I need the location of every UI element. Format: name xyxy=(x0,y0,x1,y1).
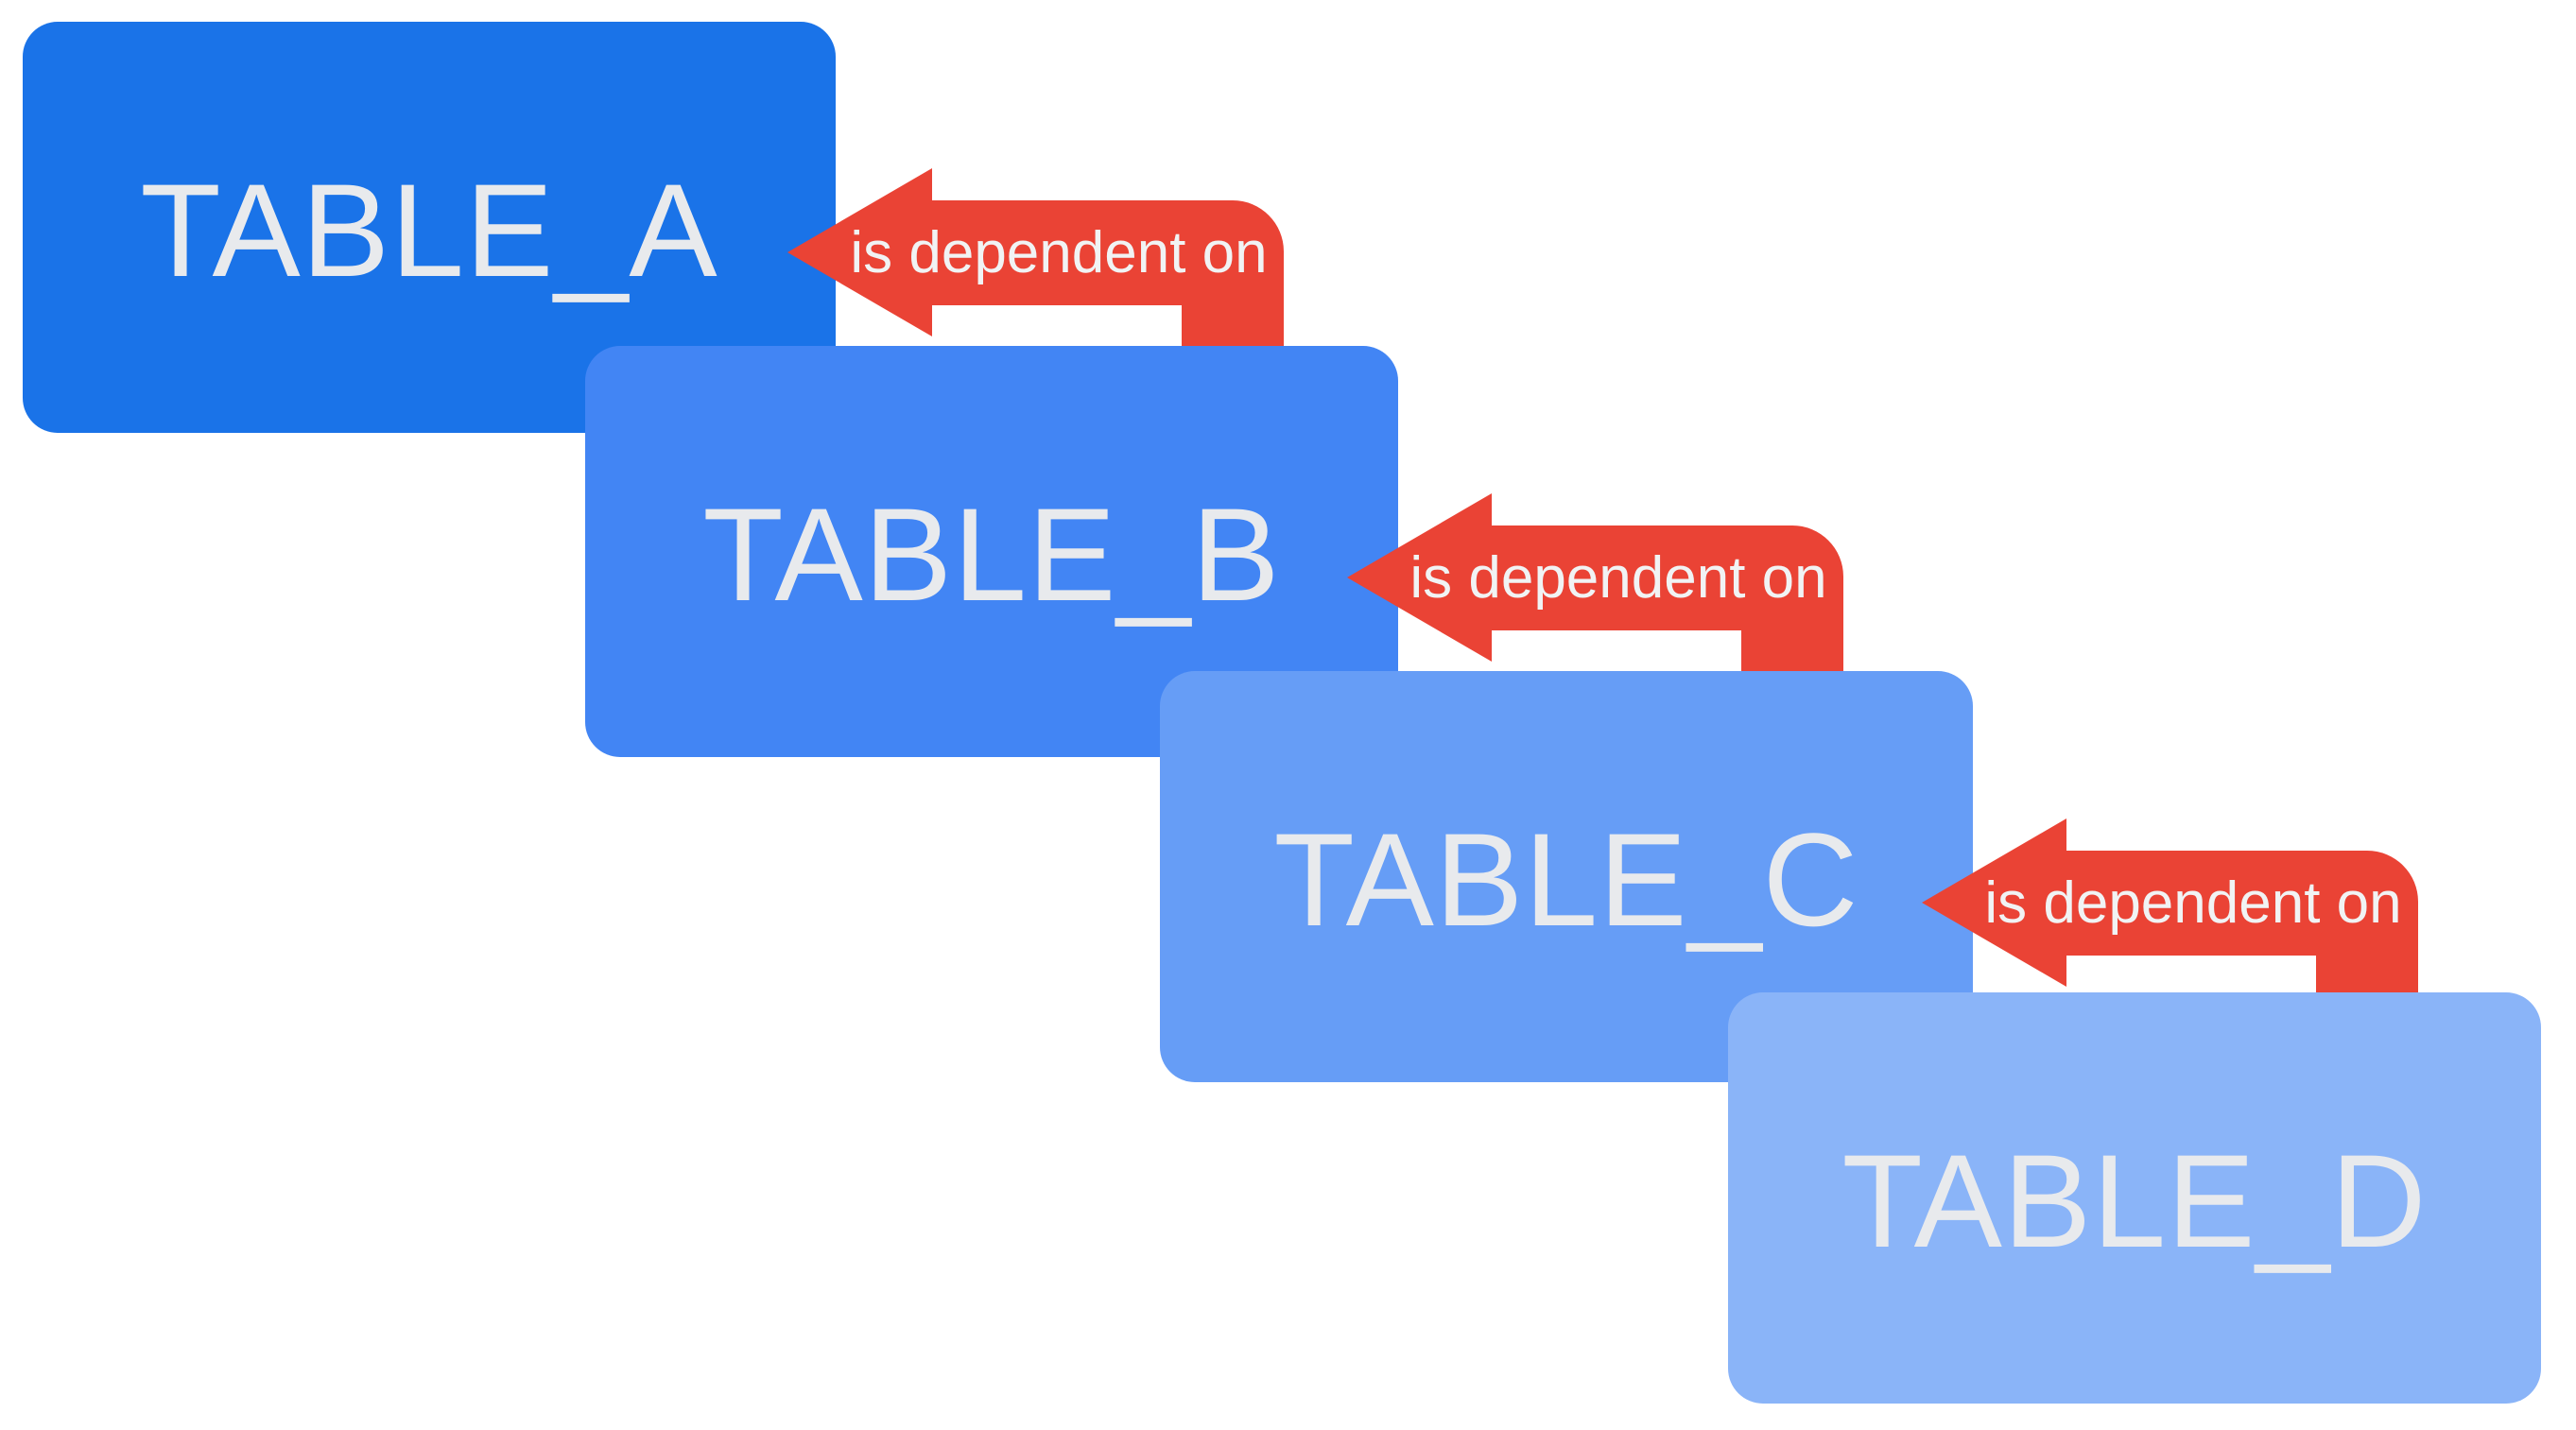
arrow-left-head-icon xyxy=(787,168,932,336)
arrow-label: is dependent on xyxy=(1984,870,2402,936)
table-label-d: TABLE_D xyxy=(1841,1126,2428,1275)
arrow-left-head-icon xyxy=(1922,818,2066,987)
dependency-arrow-b-to-a: is dependent on xyxy=(787,168,1284,403)
table-label-b: TABLE_B xyxy=(702,479,1281,629)
arrow-left-head-icon xyxy=(1347,493,1492,662)
arrow-label: is dependent on xyxy=(1409,544,1827,611)
arrow-label: is dependent on xyxy=(850,219,1268,285)
table-label-a: TABLE_A xyxy=(140,155,718,304)
table-label-c: TABLE_C xyxy=(1273,804,1859,954)
table-node-d: TABLE_D xyxy=(1728,992,2541,1404)
table-node-a: TABLE_A xyxy=(23,22,836,433)
table-node-b: TABLE_B xyxy=(585,346,1398,757)
